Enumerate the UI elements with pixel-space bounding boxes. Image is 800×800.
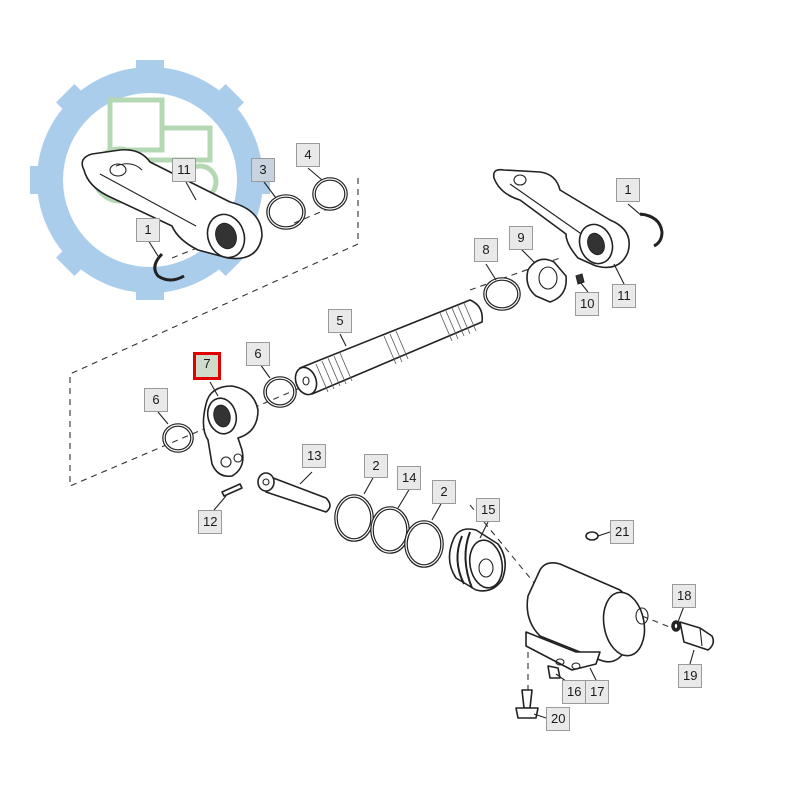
ring-4 <box>312 177 348 211</box>
callout-11-right: 11 <box>612 284 636 308</box>
gear-icon <box>30 60 270 300</box>
callout-3: 3 <box>251 158 275 182</box>
callout-1-right: 1 <box>616 178 640 202</box>
leader-lines <box>147 167 695 719</box>
callout-7-highlighted: 7 <box>193 352 221 380</box>
bolt-20 <box>515 689 539 719</box>
ring-2-right <box>404 520 444 568</box>
callout-1-left: 1 <box>136 218 160 242</box>
callout-14: 14 <box>397 466 422 490</box>
fitting-21 <box>585 531 599 541</box>
callout-18: 18 <box>672 584 697 608</box>
ring-6-lower <box>162 423 194 453</box>
ring-8 <box>483 277 521 311</box>
callout-6-upper: 6 <box>246 342 270 366</box>
lift-arm-right <box>492 168 630 269</box>
callout-16: 16 <box>562 680 587 704</box>
callout-17: 17 <box>585 680 610 704</box>
callout-2-right: 2 <box>432 480 456 504</box>
callout-9: 9 <box>509 226 533 250</box>
ring-2-left <box>334 494 374 542</box>
callout-8: 8 <box>474 238 498 262</box>
callout-6-lower: 6 <box>144 388 168 412</box>
callout-10: 10 <box>575 292 600 316</box>
callout-5: 5 <box>328 309 352 333</box>
retaining-ring-left <box>153 252 185 282</box>
cylinder-17 <box>525 562 649 671</box>
arm-hub-7 <box>202 385 259 478</box>
ring-14 <box>370 506 410 554</box>
callout-13: 13 <box>302 444 327 468</box>
piston-pin-13 <box>257 472 331 513</box>
callout-2-left: 2 <box>364 454 388 478</box>
ring-6-upper <box>263 376 297 408</box>
ring-3 <box>266 194 306 230</box>
pin-10 <box>575 273 585 285</box>
seal-18 <box>671 620 681 632</box>
lift-arm-left <box>81 148 263 260</box>
splined-shaft-5 <box>294 299 484 396</box>
callout-20: 20 <box>546 707 571 731</box>
pin-12 <box>221 483 243 497</box>
callout-11-left: 11 <box>172 158 196 182</box>
retaining-ring-right <box>639 212 664 248</box>
callout-15: 15 <box>476 498 501 522</box>
watermark-logo <box>30 60 270 300</box>
plate-9 <box>526 258 567 303</box>
callout-12: 12 <box>198 510 223 534</box>
callout-19: 19 <box>678 664 703 688</box>
plug-19 <box>679 621 715 651</box>
piston-15 <box>448 528 506 592</box>
callout-4: 4 <box>296 143 320 167</box>
callout-21: 21 <box>610 520 635 544</box>
